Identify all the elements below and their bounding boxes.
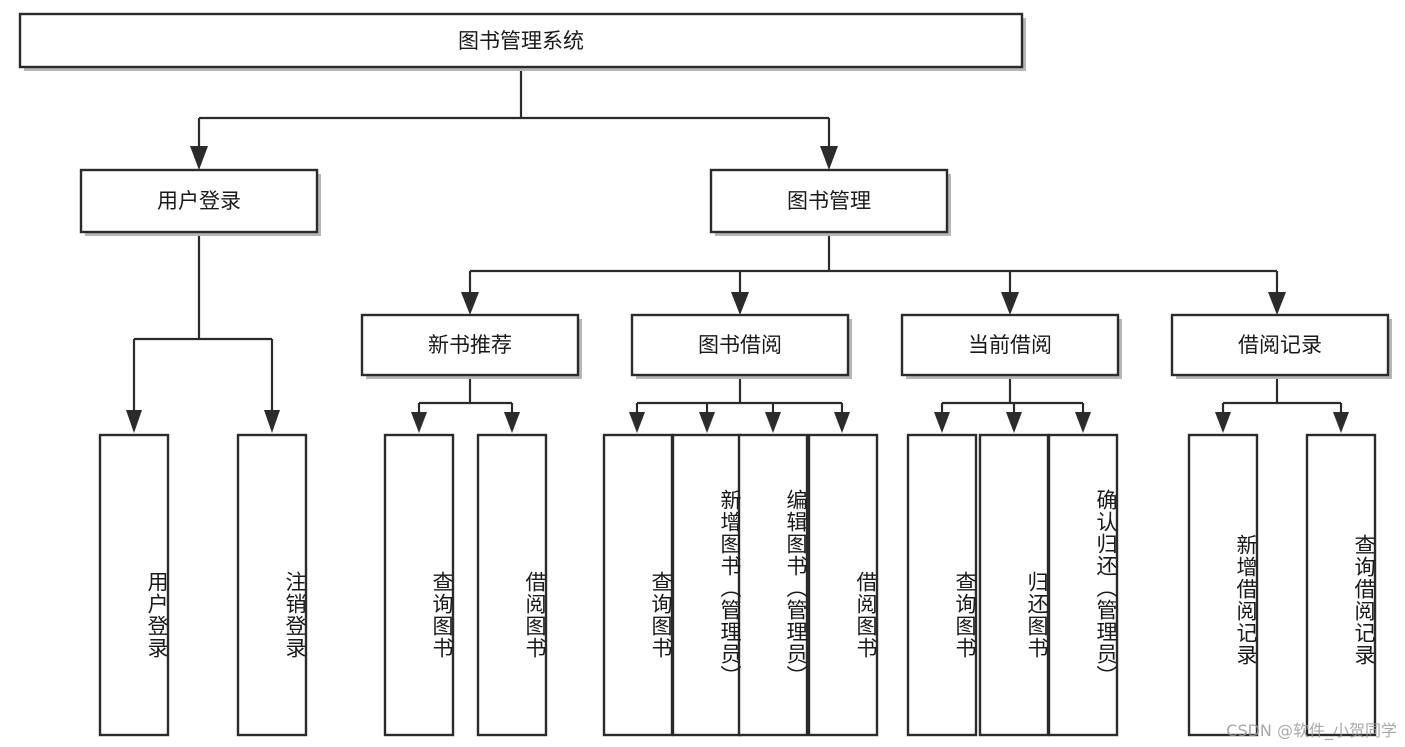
leaf-rect-bb-edit-book[interactable] [737, 433, 809, 737]
node-borrow-record-label: 借阅记录 [1238, 333, 1322, 357]
arrow-head-borrow [731, 292, 749, 315]
node-user-login-rect[interactable] [79, 168, 319, 234]
node-book-borrow[interactable]: 图书借阅 [630, 313, 852, 379]
connector-group-borrowrecord-to-leaves [1215, 375, 1349, 433]
node-root-rect[interactable] [18, 12, 1024, 69]
leaf-rect-bb-borrow-book[interactable] [807, 433, 879, 737]
arrow-head-current-borrow [1001, 292, 1019, 315]
node-new-book-recommend[interactable]: 新书推荐 [360, 313, 582, 379]
arrow-head-leaf-user-login [126, 410, 142, 433]
connector-group-currentborrow-to-leaves [934, 375, 1091, 433]
leaf-rect-bb-query-book[interactable] [602, 433, 674, 737]
arrow-head-bb-edit [765, 412, 781, 433]
node-borrow-record-rect[interactable] [1170, 313, 1390, 377]
node-current-borrow[interactable]: 当前借阅 [900, 313, 1122, 379]
leaf-node-boxes [98, 433, 1377, 737]
leaf-rect-cb-query-book[interactable] [906, 433, 978, 737]
leaf-rect-br-add-record[interactable] [1187, 433, 1259, 737]
node-book-borrow-label: 图书借阅 [698, 333, 782, 357]
connector-group-bookborrow-to-leaves [629, 375, 850, 433]
arrow-head-cb-return [1006, 412, 1022, 433]
leaf-rect-cb-confirm-return[interactable] [1047, 433, 1119, 737]
leaf-rect-cb-return-book[interactable] [978, 433, 1050, 737]
csdn-watermark: CSDN @软件_小贺同学 [1226, 721, 1397, 740]
arrow-head-cb-confirm [1075, 412, 1091, 433]
leaf-rect-logout[interactable] [236, 433, 308, 737]
arrow-head-leaf-logout [264, 410, 280, 433]
connector-group-newbook-to-leaves [411, 375, 520, 433]
arrow-head-br-query [1333, 412, 1349, 433]
arrow-head-nb-query [411, 412, 427, 433]
leaf-rect-nb-borrow-book[interactable] [476, 433, 548, 737]
arrow-head-bb-borrow [834, 412, 850, 433]
node-current-borrow-label: 当前借阅 [968, 333, 1052, 357]
connector-group-bookmanage-to-level3 [461, 232, 1286, 315]
arrow-head-br-add [1215, 412, 1231, 433]
node-borrow-record[interactable]: 借阅记录 [1170, 313, 1392, 379]
node-root[interactable]: 图书管理系统 [18, 12, 1026, 71]
arrow-head-bb-add [699, 412, 715, 433]
node-book-management-label: 图书管理 [787, 189, 871, 213]
leaf-rect-user-login[interactable] [98, 433, 170, 737]
node-user-login-label: 用户登录 [157, 189, 241, 213]
node-book-management-rect[interactable] [709, 168, 949, 234]
arrow-head-nb-borrow [504, 412, 520, 433]
arrow-head-borrow-record [1268, 292, 1286, 315]
connector-group-root-to-level2 [190, 67, 838, 170]
node-user-login[interactable]: 用户登录 [79, 168, 321, 236]
connector-group-userlogin-to-leaves [126, 232, 280, 433]
node-book-management[interactable]: 图书管理 [709, 168, 951, 236]
node-root-label: 图书管理系统 [458, 29, 584, 53]
leaf-rect-bb-add-book[interactable] [671, 433, 743, 737]
arrow-head-book-manage [820, 146, 838, 170]
node-current-borrow-rect[interactable] [900, 313, 1120, 377]
arrow-head-cb-query [934, 412, 950, 433]
node-book-borrow-rect[interactable] [630, 313, 850, 377]
arrow-head-bb-query [629, 412, 645, 433]
node-new-book-recommend-label: 新书推荐 [428, 333, 512, 357]
arrow-head-user-login [190, 146, 208, 170]
leaf-rect-nb-query-book[interactable] [383, 433, 455, 737]
node-new-book-recommend-rect[interactable] [360, 313, 580, 377]
leaf-rect-br-query-record[interactable] [1305, 433, 1377, 737]
arrow-head-new-book [461, 292, 479, 315]
